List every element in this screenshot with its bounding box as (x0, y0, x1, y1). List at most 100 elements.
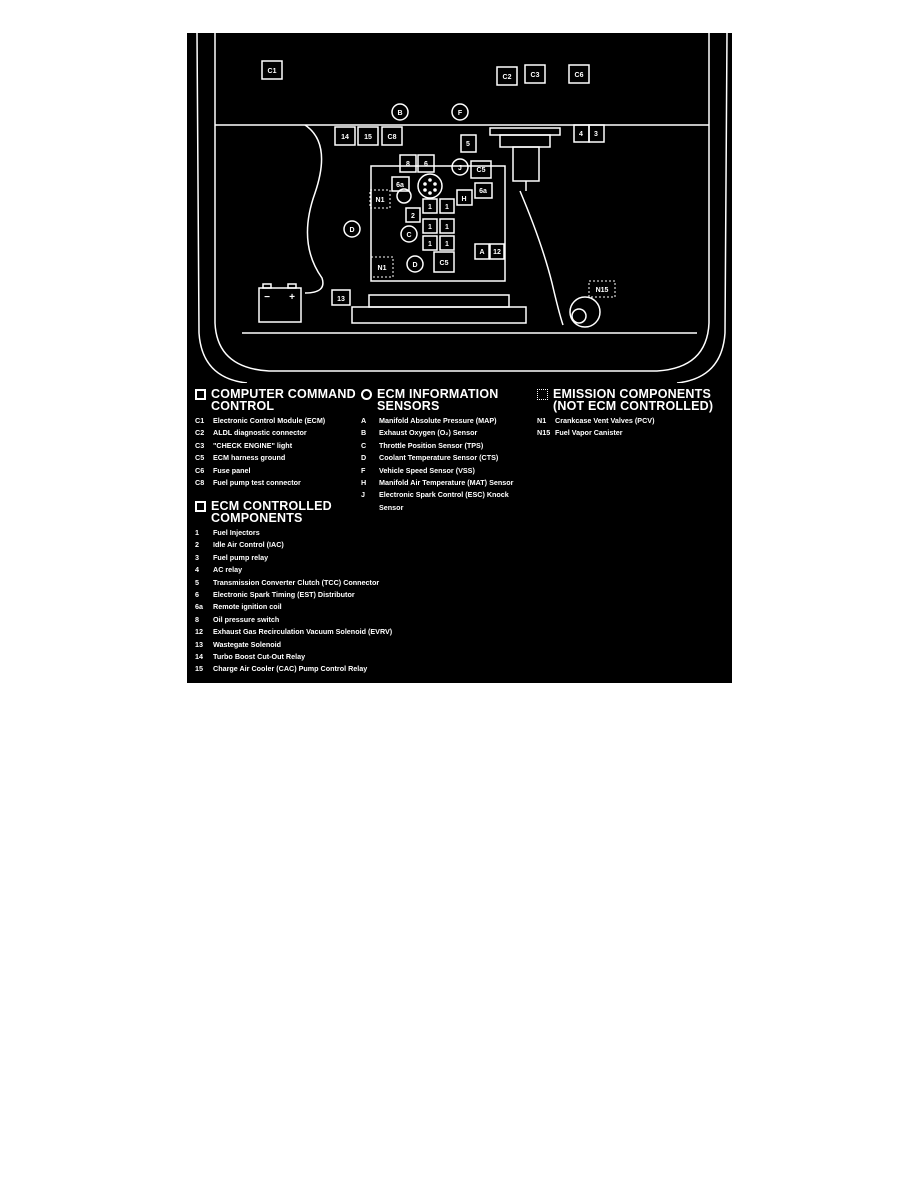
body-outline (214, 33, 710, 372)
circle-j (451, 158, 469, 176)
legend-item-text: Electronic Control Module (ECM) (213, 416, 326, 425)
label-c5a: C5 (477, 167, 486, 174)
box-c8 (381, 126, 403, 146)
box-c6 (568, 64, 590, 84)
square-symbol-icon (195, 501, 206, 512)
battery-minus-label: − (264, 292, 270, 303)
label-3: 3 (594, 131, 598, 138)
legend-item-text: "CHECK ENGINE" light (213, 440, 293, 450)
legend-item-code: 1 (195, 528, 199, 537)
label-h: H (461, 196, 466, 203)
legend-item-text: Wastegate Solenoid (213, 639, 282, 649)
legend-item-code: D (361, 453, 367, 463)
box-1a (422, 198, 438, 214)
square-symbol-icon (195, 389, 206, 400)
legend-item: H Manifold Air Temperature (MAT) Sensor (361, 477, 541, 489)
legend-item-code: J (361, 490, 365, 500)
dotted-square-symbol-icon (537, 389, 548, 400)
label-n1a: N1 (376, 197, 385, 204)
box-c3 (524, 64, 546, 84)
dist-dot (428, 178, 432, 182)
legend-item-code: N1 (537, 416, 547, 425)
label-4: 4 (579, 131, 583, 138)
label-12: 12 (493, 249, 501, 256)
label-1a: 1 (428, 204, 432, 211)
label-c8: C8 (388, 134, 397, 141)
legend-item-code: C (361, 440, 367, 450)
dotted-n1b (370, 256, 394, 278)
legend-item-code: C5 (195, 453, 205, 463)
legend-item-code: A (361, 416, 367, 425)
legend-item-code: 5 (195, 577, 199, 587)
legend-item-code: 15 (195, 664, 203, 674)
legend-item-text: Manifold Air Temperature (MAT) Sensor (379, 478, 514, 488)
box-6a-left (391, 176, 410, 192)
battery-post-left (262, 283, 272, 289)
legend-item-text: Coolant Temperature Sensor (CTS) (379, 453, 499, 463)
box-12 (489, 243, 505, 260)
engine-base-lower (351, 306, 527, 324)
circle-symbol-icon (361, 389, 372, 400)
legend-item-text: Transmission Converter Clutch (TCC) Conn… (213, 577, 380, 587)
legend-item-text: Idle Air Control (IAC) (213, 540, 284, 550)
legend-item-code: 6 (195, 590, 199, 600)
circle-c (400, 225, 418, 243)
dist-dot (433, 188, 437, 192)
box-a (474, 243, 490, 260)
legend-item-code: 13 (195, 639, 203, 649)
box-8 (399, 154, 417, 173)
legend-item-code: H (361, 478, 367, 488)
body-outer-right (676, 33, 728, 383)
left-fender-curve (304, 124, 324, 294)
circle-d-center (406, 255, 424, 273)
label-1e: 1 (428, 241, 432, 248)
dist-dot (423, 188, 427, 192)
legend-item-text: Fuel Vapor Canister (555, 428, 623, 438)
box-h (456, 189, 473, 206)
box-6 (417, 154, 435, 173)
coil-6a-circle (396, 188, 412, 204)
battery-post-right (287, 283, 297, 289)
circle-f (451, 103, 469, 121)
distributor (417, 173, 443, 199)
throttle-neck (499, 134, 551, 148)
diagram-panel: C1 C2 C3 C6 B F 14 15 C8 5 4 3 8 6 J C5 … (187, 33, 732, 683)
label-6a-right: 6a (479, 188, 487, 195)
label-a: A (479, 249, 484, 256)
vapor-hose (519, 190, 564, 326)
label-d-center: D (412, 262, 417, 269)
label-8: 8 (406, 161, 410, 168)
legend-item-code: F (361, 465, 366, 475)
box-13 (331, 289, 351, 306)
box-c5a (470, 160, 492, 179)
legend-item-text: Turbo Boost Cut-Out Relay (213, 652, 306, 662)
throttle-top (489, 127, 561, 136)
legend-item-text: Manifold Absolute Pressure (MAP) (379, 416, 497, 425)
legend-item-text: AC relay (213, 565, 243, 575)
legend-item: 13 Wastegate Solenoid (195, 639, 515, 651)
legend-item: C3"CHECK ENGINE" light (195, 440, 365, 452)
legend-item-code: 3 (195, 552, 199, 562)
box-c1 (261, 60, 283, 80)
legend-item-code: 4 (195, 565, 199, 575)
label-c5b: C5 (440, 260, 449, 267)
dotted-n15 (588, 280, 616, 298)
label-1b: 1 (445, 204, 449, 211)
vapor-canister-outer (569, 296, 601, 328)
legend-item: A Manifold Absolute Pressure (MAP) (361, 415, 541, 427)
box-1c (422, 218, 438, 234)
